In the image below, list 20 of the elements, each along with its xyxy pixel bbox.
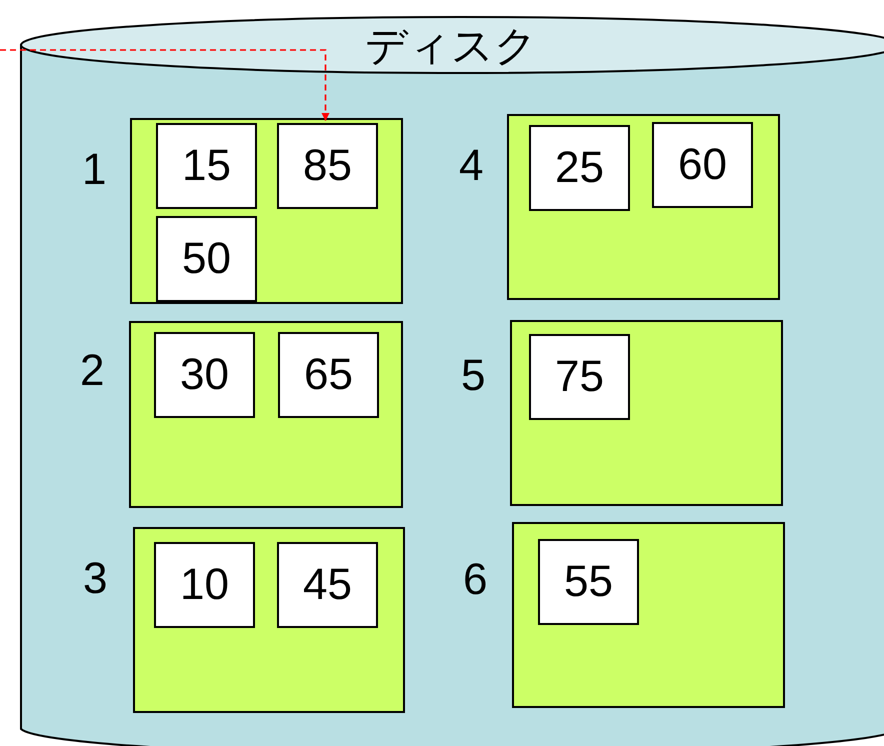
record-box: 75 [529,334,630,420]
record-box: 15 [156,123,257,209]
record-box: 10 [154,542,255,628]
page-number: 1 [82,148,106,192]
disk-cylinder [20,17,884,746]
record-box: 85 [277,123,378,209]
record-box: 60 [652,122,753,208]
record-box: 45 [277,542,378,628]
record-box: 50 [156,216,257,302]
record-box: 25 [529,125,630,211]
record-box: 30 [154,332,255,418]
page-number: 6 [463,558,488,602]
page-number: 4 [459,144,484,188]
page-number: 5 [461,354,486,398]
record-box: 55 [538,539,639,625]
disk-title: ディスク [365,25,537,67]
record-box: 65 [278,332,379,418]
arrow [0,49,330,121]
page-number: 2 [80,349,104,393]
page-number: 3 [83,557,108,601]
